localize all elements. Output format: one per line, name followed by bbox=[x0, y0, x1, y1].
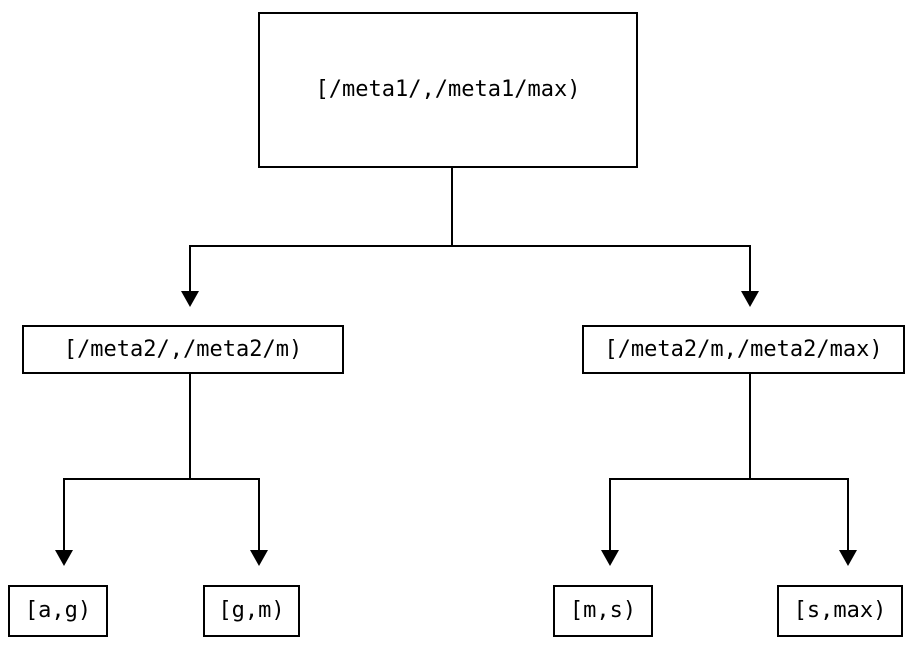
edge-level2-left-drop-b bbox=[258, 478, 260, 551]
arrowhead-down-icon bbox=[55, 550, 73, 566]
edge-level1-drop-right bbox=[749, 245, 751, 292]
tree-leaf-a-g: [a,g) bbox=[8, 585, 108, 637]
edge-level2-right-drop-b bbox=[847, 478, 849, 551]
tree-leaf-g-m: [g,m) bbox=[203, 585, 300, 637]
tree-leaf-s-max: [s,max) bbox=[777, 585, 903, 637]
tree-node-meta2-right: [/meta2/m,/meta2/max) bbox=[582, 325, 905, 374]
arrowhead-down-icon bbox=[839, 550, 857, 566]
edge-level1-bar bbox=[189, 245, 751, 247]
edge-level2-left-drop-a bbox=[63, 478, 65, 551]
arrowhead-down-icon bbox=[250, 550, 268, 566]
tree-node-meta2-left: [/meta2/,/meta2/m) bbox=[22, 325, 344, 374]
edge-meta2-right-stem bbox=[749, 374, 751, 480]
edge-level1-drop-left bbox=[189, 245, 191, 292]
edge-level2-right-bar bbox=[609, 478, 849, 480]
edge-meta2-left-stem bbox=[189, 374, 191, 480]
edge-level2-right-drop-a bbox=[609, 478, 611, 551]
arrowhead-down-icon bbox=[181, 291, 199, 307]
edge-root-stem bbox=[451, 168, 453, 247]
arrowhead-down-icon bbox=[601, 550, 619, 566]
edge-level2-left-bar bbox=[63, 478, 260, 480]
tree-node-root: [/meta1/,/meta1/max) bbox=[258, 12, 638, 168]
tree-leaf-m-s: [m,s) bbox=[553, 585, 653, 637]
arrowhead-down-icon bbox=[741, 291, 759, 307]
